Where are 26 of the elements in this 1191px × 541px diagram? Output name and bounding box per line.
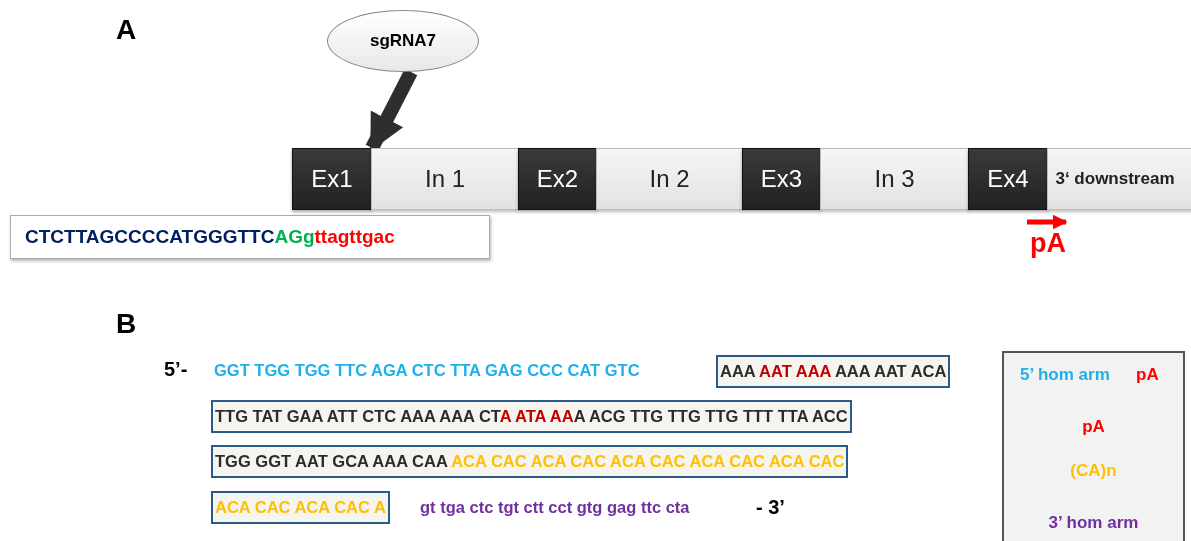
ellipse-label: sgRNA7 xyxy=(327,10,479,72)
strand-end-label: 5’- xyxy=(164,358,188,381)
legend-entry: pA xyxy=(1136,365,1159,385)
sequence-text: gt tga ctc tgt ctt cct gtg gag ttc cta xyxy=(420,498,690,517)
legend-entry: (CA)n xyxy=(1069,461,1118,481)
sequence-box: TTG TAT GAA ATT CTC AAA AAA CTA ATA AAA ACG TTG TTG TTG TTT TTA ACC xyxy=(211,400,852,433)
legend-entry: pA xyxy=(1081,417,1106,437)
exon-block: Ex1 xyxy=(292,148,372,210)
panel-label: A xyxy=(116,14,137,46)
sequence-box: AAA AAT AAA AAA AAT ACA xyxy=(716,355,951,388)
legend-entry: 3’ hom arm xyxy=(1047,513,1140,533)
intron-block: In 3 xyxy=(820,148,969,210)
sequence-box: CTCTTAGCCCCATGGGTTCAGgttagttgac xyxy=(10,215,490,259)
exon-block: Ex4 xyxy=(968,148,1048,210)
intron-block: In 1 xyxy=(371,148,519,210)
intron-block: In 2 xyxy=(596,148,743,210)
downstream-block: 3‘ downstream xyxy=(1047,148,1191,210)
strand-end-label: - 3’ xyxy=(756,496,785,519)
sequence-box: TGG GGT AAT GCA AAA CAA ACA CAC ACA CAC ACA CAC ACA CAC ACA CAC xyxy=(211,445,849,478)
exon-block: Ex3 xyxy=(742,148,821,210)
sequence-box: ACA CAC ACA CAC A xyxy=(211,491,390,524)
exon-block: Ex2 xyxy=(518,148,597,210)
panel-label: B xyxy=(116,308,137,340)
sequence-text: GGT TGG TGG TTC AGA CTC TTA GAG CCC CAT GTC xyxy=(214,361,640,380)
legend-entry: 5’ hom arm xyxy=(1020,365,1110,385)
marker-label: pA xyxy=(1030,228,1066,259)
